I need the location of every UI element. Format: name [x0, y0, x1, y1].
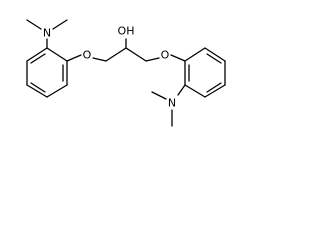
bond — [170, 54, 186, 62]
atom-n-top: N — [43, 27, 51, 40]
left-benzene-ring — [26, 47, 68, 98]
bond — [105, 47, 127, 62]
bond — [46, 84, 68, 98]
double-bond — [30, 82, 46, 93]
double-bond — [206, 82, 222, 93]
bond — [204, 47, 226, 62]
atom-n-bottom: N — [168, 97, 176, 110]
right-benzene-ring — [184, 47, 226, 98]
structure-canvas: N O OH O N — [0, 0, 259, 148]
bond — [26, 19, 42, 30]
bond — [26, 84, 48, 98]
bond — [92, 57, 107, 62]
double-bond — [206, 53, 222, 64]
atom-o-left: O — [83, 49, 92, 62]
bond — [184, 84, 206, 98]
atom-o-right: O — [161, 49, 170, 62]
double-bond — [30, 53, 46, 64]
atom-oh: OH — [118, 25, 135, 38]
bond — [184, 47, 206, 62]
bond — [66, 54, 82, 62]
bond — [46, 47, 68, 62]
bond — [52, 19, 68, 30]
bond — [26, 47, 48, 62]
bond — [125, 47, 147, 62]
bond — [145, 57, 160, 62]
bond — [204, 84, 226, 98]
bond — [177, 84, 186, 96]
molecule-structure: N O OH O N — [26, 19, 226, 127]
bond — [151, 91, 167, 100]
